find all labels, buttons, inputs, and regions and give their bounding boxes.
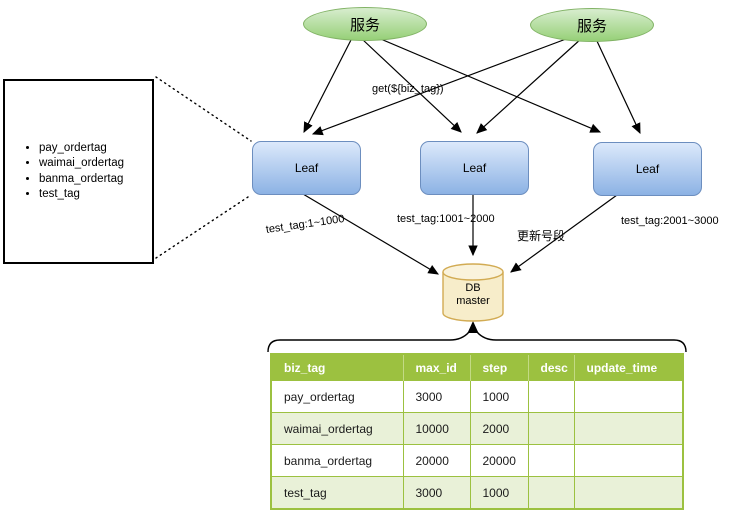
cell-update-time (573, 444, 684, 477)
table-row: pay_ordertag 3000 1000 (270, 380, 684, 413)
arrow-service1-leaf3 (375, 36, 602, 133)
col-header-max-id: max_id (403, 354, 471, 381)
cell-desc (527, 476, 575, 510)
cell-max-id: 10000 (402, 412, 471, 445)
biz-tag-list: pay_ordertag waimai_ordertag banma_order… (5, 141, 124, 203)
cell-biz-tag: test_tag (270, 476, 404, 510)
leaf-label: Leaf (294, 161, 319, 175)
cell-max-id: 3000 (402, 380, 471, 413)
col-header-biz-tag: biz_tag (271, 354, 404, 381)
edge-label-segment-2: test_tag:1001~2000 (397, 213, 495, 225)
arrow-service1-leaf1 (303, 37, 353, 134)
cell-step: 1000 (469, 476, 529, 510)
col-header-step: step (470, 354, 529, 381)
bracket-arrowhead (467, 321, 479, 333)
biz-tag-item: waimai_ordertag (39, 156, 124, 172)
col-header-update-time: update_time (574, 354, 684, 381)
dotted-callout-bottom (155, 194, 252, 259)
arrow-leaf1-db (302, 193, 439, 275)
cell-biz-tag: waimai_ordertag (270, 412, 404, 445)
cell-max-id: 20000 (402, 444, 471, 477)
biz-tag-list-box: pay_ordertag waimai_ordertag banma_order… (3, 79, 154, 264)
arrow-leaf3-db (510, 194, 618, 273)
arrow-service2-leaf2 (476, 37, 583, 134)
cell-desc (527, 444, 575, 477)
leaf-label: Leaf (635, 162, 660, 176)
cell-max-id: 3000 (402, 476, 471, 510)
biz-tag-item: pay_ordertag (39, 141, 124, 157)
segment-table: biz_tag max_id step desc update_time pay… (270, 353, 684, 510)
table-row: banma_ordertag 20000 20000 (270, 444, 684, 477)
cell-update-time (573, 380, 684, 413)
db-cylinder-body (442, 272, 504, 322)
bracket-right-half (473, 327, 687, 353)
cell-step: 1000 (469, 380, 529, 413)
service-label: 服务 (576, 17, 607, 35)
db-cylinder-top (442, 263, 504, 281)
table-header-row: biz_tag max_id step desc update_time (271, 354, 684, 381)
service-node-2: 服务 (530, 8, 654, 42)
biz-tag-item: test_tag (39, 187, 124, 203)
service-label: 服务 (349, 16, 380, 34)
cell-biz-tag: banma_ordertag (270, 444, 404, 477)
service-node-1: 服务 (303, 7, 427, 41)
cell-step: 20000 (469, 444, 529, 477)
cell-update-time (573, 412, 684, 445)
leaf-label: Leaf (462, 161, 487, 175)
cell-desc (527, 380, 575, 413)
table-row: test_tag 3000 1000 (270, 476, 684, 510)
dotted-callout-top (155, 76, 252, 142)
table-row: waimai_ordertag 10000 2000 (270, 412, 684, 445)
edge-label-segment-3: test_tag:2001~3000 (621, 215, 719, 227)
cell-biz-tag: pay_ordertag (270, 380, 404, 413)
db-label-line2: master (456, 295, 490, 307)
arrow-service1-leaf2 (361, 38, 462, 133)
arrow-service2-leaf1 (311, 35, 575, 136)
biz-tag-item: banma_ordertag (39, 172, 124, 188)
arrow-service2-leaf3 (595, 38, 641, 135)
col-header-desc: desc (528, 354, 575, 381)
edge-label-update-segment: 更新号段 (517, 229, 566, 243)
db-label-line1: DB (465, 282, 481, 294)
bracket-left-half (267, 327, 473, 353)
edge-label-get-biz-tag: get(${biz_tag}) (372, 83, 444, 95)
cell-step: 2000 (469, 412, 529, 445)
leaf-node-2: Leaf (420, 141, 529, 195)
leaf-node-3: Leaf (593, 142, 702, 196)
cell-update-time (573, 476, 684, 510)
cell-desc (527, 412, 575, 445)
leaf-node-1: Leaf (252, 141, 361, 195)
db-master-label: DB master (443, 282, 503, 308)
